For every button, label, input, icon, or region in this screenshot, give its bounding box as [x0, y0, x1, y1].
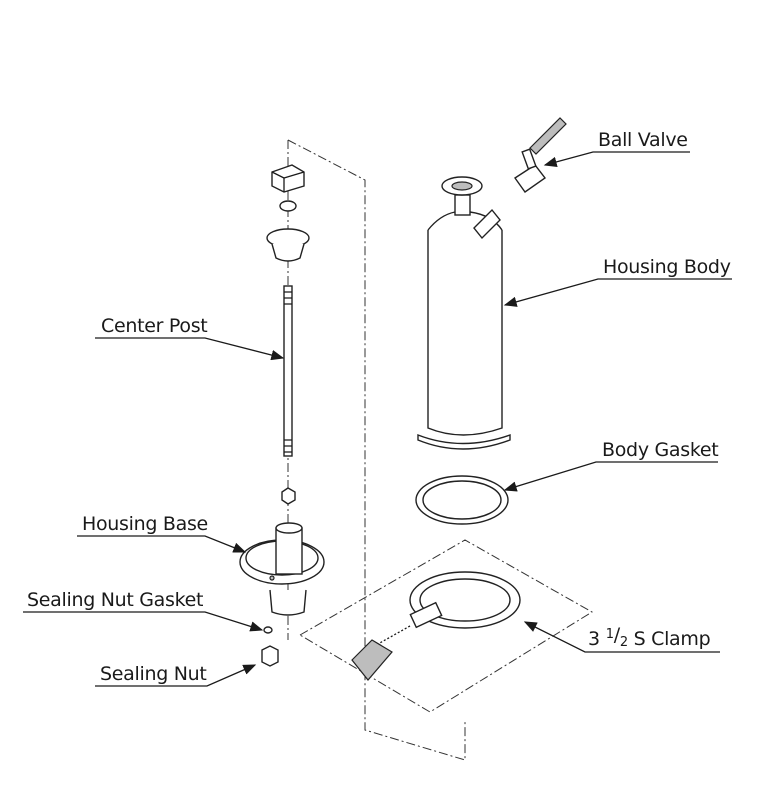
label-body-gasket: Body Gasket — [602, 439, 718, 461]
housing-body-part — [417, 176, 511, 450]
label-sealing-nut-gasket: Sealing Nut Gasket — [27, 589, 203, 611]
label-center-post: Center Post — [101, 315, 207, 337]
label-ball-valve: Ball Valve — [598, 129, 688, 151]
center-post-assembly — [266, 164, 310, 505]
leader-lines — [23, 151, 732, 687]
ball-valve-part — [514, 117, 567, 193]
label-sealing-nut: Sealing Nut — [100, 663, 207, 685]
label-housing-base: Housing Base — [82, 513, 208, 535]
clamp-part — [351, 571, 521, 681]
body-gasket-part — [415, 475, 509, 525]
housing-base-part — [239, 522, 325, 667]
label-housing-body: Housing Body — [603, 256, 731, 278]
